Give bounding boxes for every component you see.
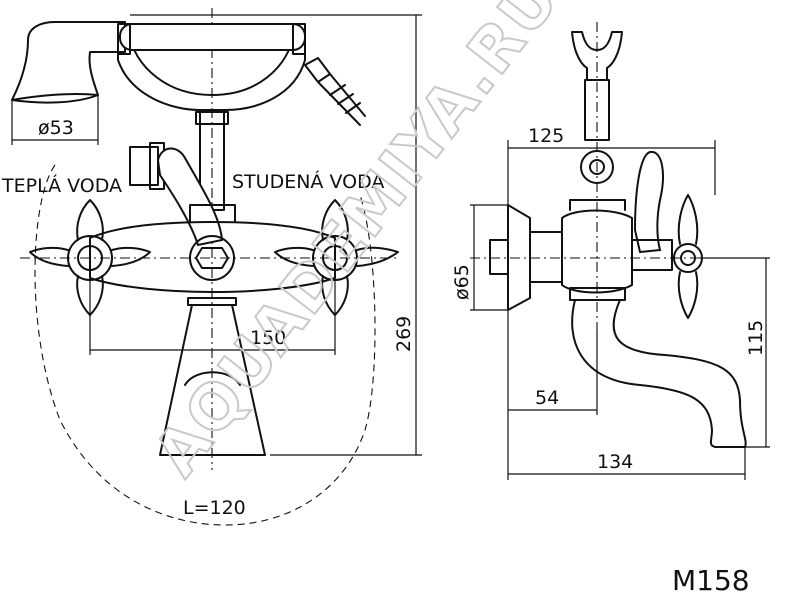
dim-height-115: 115: [745, 320, 767, 356]
hose-holder-fork: [571, 31, 623, 81]
dim-height-269: 269: [393, 316, 415, 352]
wall-connector: [489, 239, 509, 275]
cradle-right-clip: [292, 23, 306, 55]
dim-diameter-53: ø53: [38, 117, 74, 139]
shower-handle-grip: [119, 23, 306, 51]
dim-depth-125: 125: [528, 125, 564, 147]
shower-head-rim: [11, 94, 99, 104]
side-view: 125 ø65 115 54 134: [451, 22, 770, 480]
spout-front: [159, 304, 266, 456]
side-lever: [633, 150, 664, 254]
label-hose-length: L=120: [183, 497, 246, 519]
side-body: [561, 209, 633, 294]
front-view: ø53 150 269 TEPLÁ VODA STUDENÁ VODA L=12…: [1, 8, 422, 526]
diverter-lever: [156, 147, 224, 247]
side-body-top: [569, 199, 626, 211]
side-spout-collar: [569, 287, 626, 301]
body-top-neck: [189, 204, 236, 223]
dim-diameter-65: ø65: [451, 264, 473, 300]
riser-collar: [195, 111, 229, 125]
side-diverter-knob: [580, 150, 614, 184]
side-nut: [529, 231, 563, 283]
mixer-body: [89, 221, 336, 293]
spout-outlet-arc: [184, 371, 241, 386]
hose-connector-ribs: [329, 84, 361, 114]
center-nut-ring: [189, 235, 235, 281]
side-riser: [584, 79, 610, 141]
dim-spout-54: 54: [535, 387, 559, 409]
label-warm-water: TEPLÁ VODA: [1, 174, 122, 197]
center-hex-nut: [195, 247, 229, 269]
spout-collar: [187, 297, 237, 306]
dim-spacing-150: 150: [250, 327, 286, 349]
cold-water-cross-handle: [274, 199, 399, 316]
side-diverter-knob-inner: [589, 159, 605, 175]
cradle-inner: [127, 29, 296, 96]
hand-shower-head: [11, 21, 126, 101]
model-code: M158: [672, 564, 750, 597]
dim-spout-134: 134: [597, 451, 633, 473]
cradle-left-clip: [117, 23, 131, 55]
label-cold-water: STUDENÁ VODA: [232, 170, 384, 193]
shower-hose-loop: [34, 164, 376, 526]
diverter-body: [129, 146, 159, 186]
side-spout: [571, 299, 747, 448]
